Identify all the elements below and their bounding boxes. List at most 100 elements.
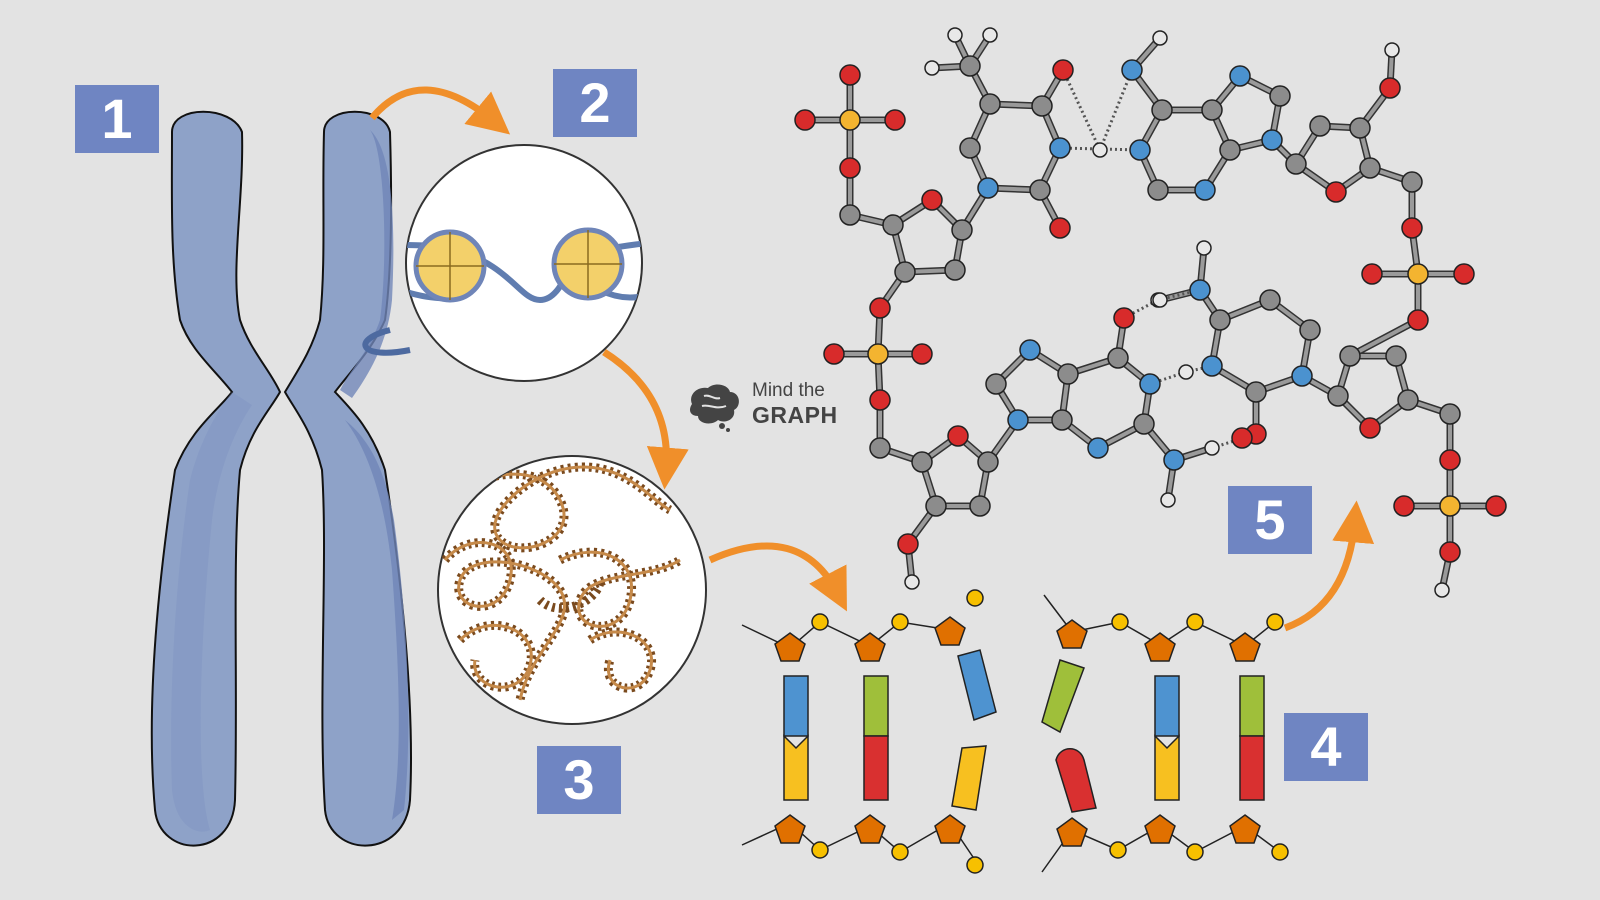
atom-n xyxy=(1007,409,1029,431)
atom-c xyxy=(925,495,947,517)
atom-p xyxy=(839,109,861,131)
atom-n xyxy=(1163,449,1185,471)
atom-o xyxy=(869,389,891,411)
atom-h xyxy=(1434,582,1450,598)
atom-c xyxy=(1259,289,1281,311)
atom-c xyxy=(1147,179,1169,201)
atom-p xyxy=(1439,495,1461,517)
atom-c xyxy=(894,261,916,283)
atom-c xyxy=(1151,99,1173,121)
mind-the-graph-logo: Mind the GRAPH xyxy=(684,380,854,440)
atom-o xyxy=(1231,427,1253,449)
atom-n xyxy=(1087,437,1109,459)
atom-o xyxy=(1113,307,1135,329)
atom-h xyxy=(1152,30,1168,46)
atom-c xyxy=(1057,363,1079,385)
atom-h xyxy=(1204,440,1220,456)
atom-n xyxy=(1194,179,1216,201)
atom-c xyxy=(959,55,981,77)
atom-o xyxy=(1049,217,1071,239)
atom-o xyxy=(884,109,906,131)
atom-o xyxy=(1407,309,1429,331)
atom-o xyxy=(794,109,816,131)
nucleosome-icon xyxy=(362,144,643,382)
atom-c xyxy=(979,93,1001,115)
bond-fill xyxy=(1349,318,1419,358)
atom-o xyxy=(1325,181,1347,203)
atom-n xyxy=(1121,59,1143,81)
atom-h xyxy=(924,60,940,76)
brain-logo-icon xyxy=(690,384,739,432)
atom-h xyxy=(904,574,920,590)
atom-o xyxy=(1485,495,1507,517)
atom-c xyxy=(1339,345,1361,367)
atom-h xyxy=(1152,292,1168,308)
atom-o xyxy=(1359,417,1381,439)
atom-c xyxy=(985,373,1007,395)
atom-c xyxy=(839,204,861,226)
atom-n xyxy=(1291,365,1313,387)
atom-o xyxy=(839,64,861,86)
logo-text-mind-the: Mind the xyxy=(752,380,825,401)
atom-c xyxy=(1269,85,1291,107)
atom-c xyxy=(1401,171,1423,193)
chromosome-icon xyxy=(150,110,412,847)
atom-o xyxy=(947,425,969,447)
atom-n xyxy=(1229,65,1251,87)
atom-c xyxy=(1245,381,1267,403)
atom-o xyxy=(897,533,919,555)
atom-c xyxy=(911,451,933,473)
atom-c xyxy=(1219,139,1241,161)
atom-o xyxy=(1379,77,1401,99)
atom-c xyxy=(1439,403,1461,425)
atom-c xyxy=(1209,309,1231,331)
atom-n xyxy=(1189,279,1211,301)
atom-n xyxy=(1201,355,1223,377)
atom-o xyxy=(911,343,933,365)
arrow-2-to-3 xyxy=(602,349,689,490)
step-label-2: 2 xyxy=(579,71,611,134)
atom-h xyxy=(947,27,963,43)
atom-c xyxy=(1133,413,1155,435)
molecule-icon xyxy=(794,27,1507,598)
atom-c xyxy=(1349,117,1371,139)
atom-o xyxy=(1393,495,1415,517)
hydrogen-bond xyxy=(1061,69,1102,151)
atom-n xyxy=(1129,139,1151,161)
atom-p xyxy=(867,343,889,365)
atom-o xyxy=(1052,59,1074,81)
atom-h xyxy=(1178,364,1194,380)
atom-c xyxy=(951,219,973,241)
atom-h xyxy=(982,27,998,43)
atom-c xyxy=(1327,385,1349,407)
step-label-5: 5 xyxy=(1254,488,1286,551)
atom-h xyxy=(1384,42,1400,58)
atom-c xyxy=(1385,345,1407,367)
atom-c xyxy=(1029,179,1051,201)
atom-n xyxy=(1139,373,1161,395)
atom-c xyxy=(969,495,991,517)
atom-c xyxy=(977,451,999,473)
atom-c xyxy=(959,137,981,159)
label-box-1 xyxy=(75,85,159,153)
atom-c xyxy=(869,437,891,459)
atom-o xyxy=(1439,541,1461,563)
atom-c xyxy=(1051,409,1073,431)
atom-c xyxy=(1359,157,1381,179)
arrow-4-to-5 xyxy=(1283,500,1375,632)
step-label-4: 4 xyxy=(1310,715,1342,778)
atom-n xyxy=(1261,129,1283,151)
logo-text-graph: GRAPH xyxy=(752,402,838,428)
dna-ladder-icon xyxy=(741,589,1289,874)
atom-n xyxy=(1049,137,1071,159)
atom-c xyxy=(1107,347,1129,369)
atom-c xyxy=(1031,95,1053,117)
label-box-4 xyxy=(1284,713,1368,781)
atom-c xyxy=(1299,319,1321,341)
step-label-1: 1 xyxy=(101,87,133,150)
chromatin-icon xyxy=(437,455,707,725)
atom-h xyxy=(1160,492,1176,508)
atom-n xyxy=(977,177,999,199)
atom-h xyxy=(1196,240,1212,256)
